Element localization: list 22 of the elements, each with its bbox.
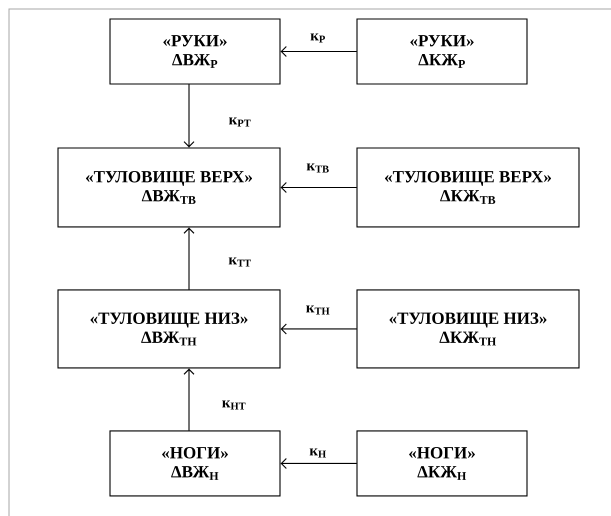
box: «НОГИ» ΔКЖ$_{Н}$ [356,430,528,497]
box: «ТУЛОВИЩЕ ВЕРХ» ΔВЖ$_{ТВ}$ [57,147,281,228]
arrow [280,324,356,334]
edge-label: к$_{РТ}$ [229,117,251,126]
box: «ТУЛОВИЩЕ НИЗ» ΔКЖ$_{ТН}$ [356,289,580,369]
box: «НОГИ» ΔВЖ$_{Н}$ [109,430,281,497]
edge-label: к$_{Н}$ [310,448,326,458]
arrow [184,228,194,290]
edge-label: к$_{ТВ}$ [306,163,329,173]
arrow [280,182,356,193]
arrow [184,368,194,430]
arrow [280,458,356,469]
edge-label: к$_{ТН}$ [306,305,330,314]
edge-label: к$_{ТТ}$ [228,257,251,266]
box: «ТУЛОВИЩЕ НИЗ» ΔВЖ$_{ТН}$ [57,289,281,369]
box: «ТУЛОВИЩЕ ВЕРХ» ΔКЖ$_{ТВ}$ [356,147,580,228]
arrow [280,46,356,57]
box: «РУКИ» ΔВЖ$_{Р}$ [109,18,281,85]
box: «РУКИ» ΔКЖ$_{Р}$ [356,18,528,85]
arrow [184,84,194,148]
edge-label: к$_{НТ}$ [222,400,246,410]
edge-label: к$_{Р}$ [310,33,325,43]
